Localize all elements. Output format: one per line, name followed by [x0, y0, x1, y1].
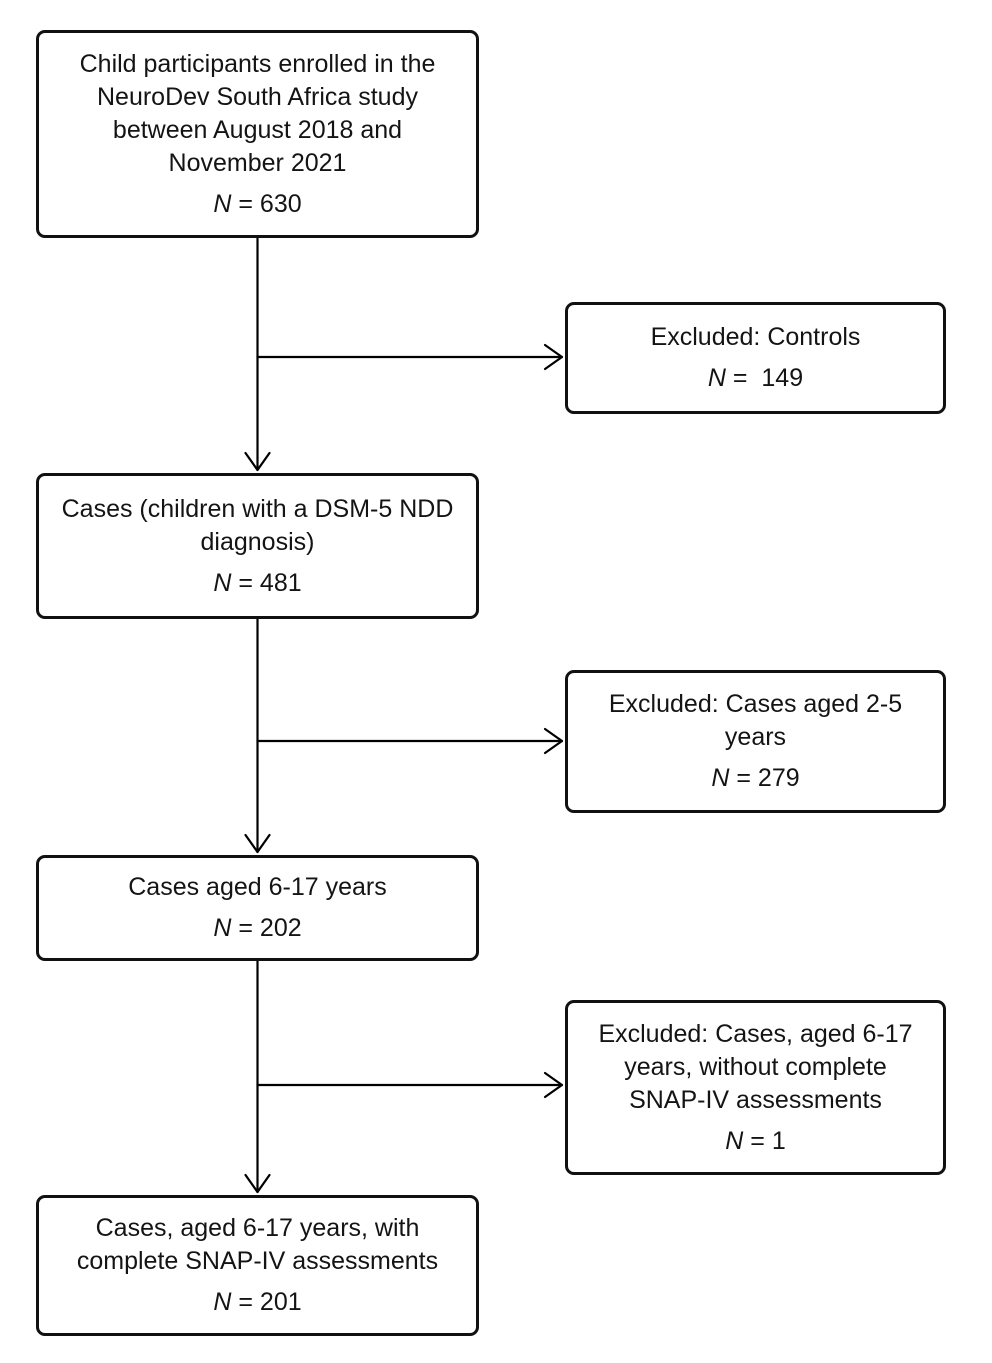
n-symbol: N [213, 914, 232, 942]
n-symbol: N [725, 1126, 744, 1155]
n-symbol: N [213, 1288, 232, 1316]
box-label: Excluded: Cases aged 2-5 years [608, 690, 903, 751]
arrow-branch-excluded-incomplete-snap [256, 1071, 564, 1099]
flow-box-excluded-aged-2-5: Excluded: Cases aged 2-5 years N = 279 [565, 670, 946, 813]
sample-size: N = 481 [213, 567, 301, 600]
box-label: Excluded: Cases, aged 6-17 years, withou… [598, 1019, 913, 1114]
n-symbol: N [707, 364, 726, 392]
sample-size: N = 630 [213, 188, 301, 221]
arrow-branch-excluded-aged-2-5 [256, 727, 564, 755]
n-symbol: N [213, 189, 232, 218]
flow-box-cases-complete-snap: Cases, aged 6-17 years, with complete SN… [36, 1195, 479, 1336]
sample-size: N = 201 [213, 1286, 301, 1319]
sample-size: N = 279 [711, 762, 799, 795]
box-label: Cases, aged 6-17 years, with complete SN… [76, 1214, 439, 1275]
arrow-cases-to-cases617 [244, 617, 271, 854]
box-label: Excluded: Controls [650, 323, 861, 351]
arrow-cases617-to-final [244, 959, 271, 1194]
flow-box-cases-ndd: Cases (children with a DSM-5 NDD diagnos… [36, 473, 479, 619]
n-value: = 202 [231, 914, 302, 942]
n-value: = 1 [743, 1126, 786, 1155]
n-value: = 149 [725, 364, 804, 392]
box-label: Cases (children with a DSM-5 NDD diagnos… [61, 494, 454, 556]
n-value: = 630 [231, 189, 302, 218]
sample-size: N = 149 [708, 362, 803, 395]
sample-size: N = 202 [213, 912, 301, 945]
box-label: Child participants enrolled in the Neuro… [79, 49, 436, 177]
arrow-branch-excluded-controls [256, 343, 564, 371]
flow-box-excluded-controls: Excluded: Controls N = 149 [565, 302, 946, 414]
n-symbol: N [711, 764, 730, 792]
n-value: = 481 [231, 568, 302, 597]
sample-size: N = 1 [725, 1125, 785, 1158]
flow-box-excluded-incomplete-snap: Excluded: Cases, aged 6-17 years, withou… [565, 1000, 946, 1175]
n-value: = 279 [729, 764, 800, 792]
n-symbol: N [213, 568, 232, 597]
n-value: = 201 [231, 1288, 302, 1316]
flow-box-cases-aged-6-17: Cases aged 6-17 years N = 202 [36, 855, 479, 961]
arrow-enrolled-to-cases [244, 236, 271, 472]
box-label: Cases aged 6-17 years [128, 873, 387, 901]
flow-box-enrolled: Child participants enrolled in the Neuro… [36, 30, 479, 238]
